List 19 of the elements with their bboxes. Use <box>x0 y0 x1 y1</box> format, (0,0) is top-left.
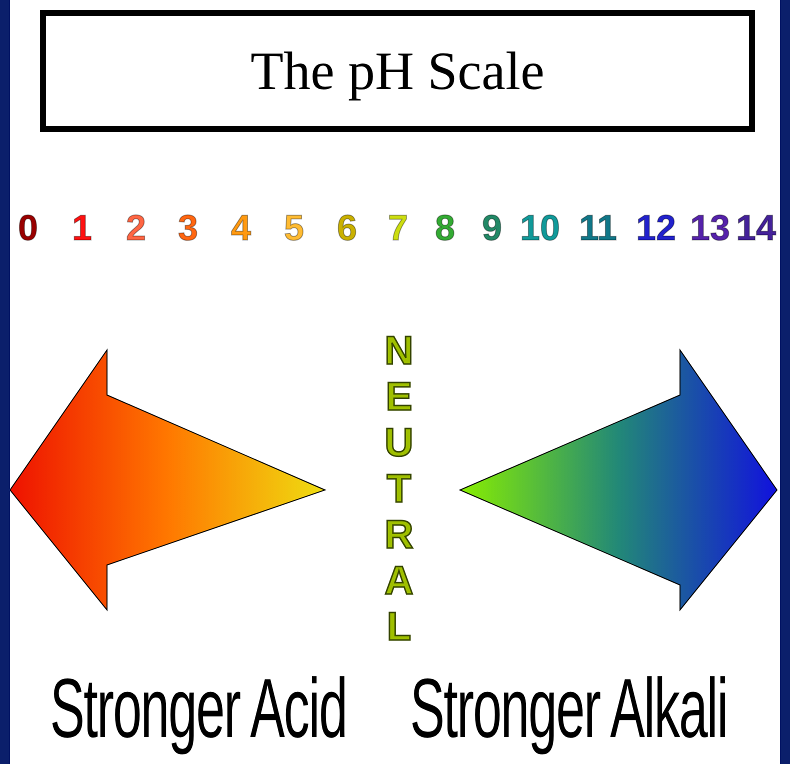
scale-number: 7 <box>388 208 408 248</box>
scale-number: 13 <box>690 208 730 248</box>
scale-number: 10 <box>520 208 560 248</box>
scale-number: 1 <box>72 208 92 248</box>
scale-number: 5 <box>284 208 304 248</box>
acid-label: Stronger Acid <box>50 660 347 756</box>
title: The pH Scale <box>40 10 755 132</box>
scale-number: 2 <box>126 208 146 248</box>
scale-number: 3 <box>178 208 198 248</box>
scale-number: 0 <box>18 208 38 248</box>
scale-number: 4 <box>230 208 252 248</box>
neutral-label: NEUTRAL <box>384 328 414 650</box>
scale-number: 11 <box>578 208 618 248</box>
scale-number: 9 <box>482 208 502 248</box>
scale-number: 12 <box>636 208 676 248</box>
scale-number: 8 <box>434 208 456 248</box>
alkali-label: Stronger Alkali <box>410 660 728 756</box>
scale-number: 6 <box>336 208 358 248</box>
scale-number: 14 <box>736 208 776 248</box>
